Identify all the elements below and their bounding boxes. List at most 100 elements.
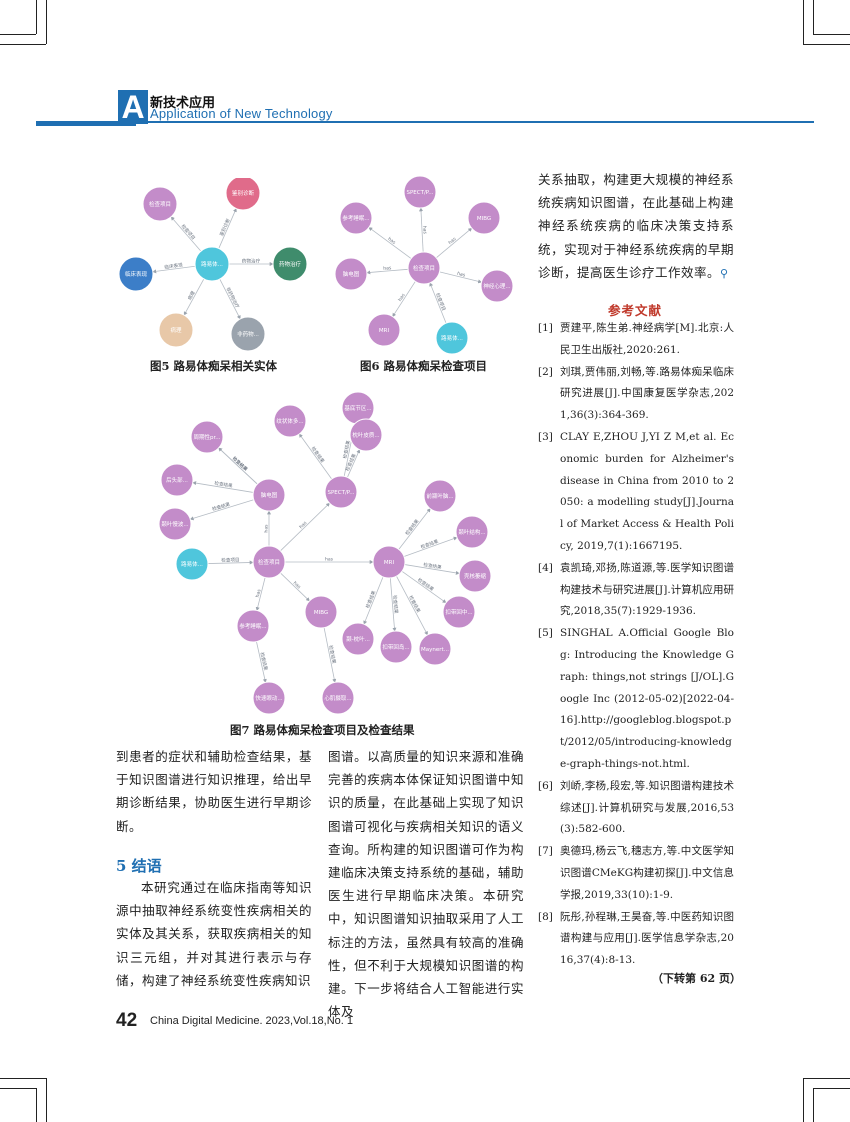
crop-mark	[36, 1088, 37, 1122]
graph-node	[225, 178, 261, 211]
graph-node-label: 路易体...	[181, 560, 203, 568]
reference-text: 贾建平,陈生弟.神经病学[M].北京:人民卫生出版社,2020:261.	[560, 322, 734, 356]
graph-node-label: SPECT/P...	[327, 490, 354, 496]
graph-node-label: 路易体...	[441, 334, 463, 342]
crop-mark	[803, 1078, 804, 1122]
graph-node-label: 脑电图	[343, 270, 360, 278]
reference-item: [3]CLAY E,ZHOU J,YI Z M,et al. Economic …	[538, 427, 734, 558]
graph-node-label: 心肌摄取...	[324, 694, 351, 702]
graph-edge-label: 鉴别诊断	[218, 217, 232, 237]
paragraph: 本研究通过在临床指南等知识源中抽取神经系统变性疾病相关的实体及其关系，获取疾病相…	[116, 880, 312, 988]
graph-edge	[403, 536, 458, 557]
graph-edge-label: 检查结果	[404, 517, 421, 536]
graph-edge	[368, 227, 412, 259]
continued-note: （下转第 62 页）	[652, 972, 741, 985]
graph-node	[175, 547, 209, 581]
graph-edge	[419, 207, 424, 253]
end-mark-icon: ⚲	[720, 266, 729, 280]
page-number: 42	[116, 1010, 138, 1031]
graph-edge-label: has	[456, 271, 466, 279]
graph-node	[339, 201, 373, 235]
graph-edge	[436, 227, 473, 259]
graph-node	[304, 595, 338, 629]
graph-edge-label: 临床表现	[164, 261, 184, 270]
right-column-text: 关系抽取，构建更大规模的神经系统疾病知识图谱，在此基础上构建神经系统疾病的临床决…	[538, 168, 734, 285]
graph-node-label: 颞叶慢波...	[161, 520, 188, 528]
graph-node	[458, 559, 492, 593]
graph-edge	[366, 268, 409, 275]
graph-edge-label: 检查结果	[310, 445, 327, 464]
graph-node-label: 基底节区...	[344, 404, 371, 412]
graph-edge	[404, 564, 460, 575]
graph-edge-label: 检查结果	[420, 538, 440, 551]
graph-edge	[429, 282, 447, 324]
graph-edge-label: 检查结果	[423, 561, 443, 571]
graph-edge-label: has	[255, 588, 263, 598]
graph-node-label: 扣带回岛...	[382, 643, 409, 651]
graph-edge	[298, 433, 332, 480]
graph-edge	[207, 560, 254, 565]
graph-node-label: MRI	[384, 560, 395, 566]
graph-edge	[152, 265, 196, 274]
graph-node	[334, 257, 368, 291]
graph-edge-label: 检查结果	[231, 455, 249, 473]
graph-edge-label: 检查结果	[214, 480, 234, 490]
graph-node-label: MIBG	[314, 610, 328, 616]
reference-number: [6]	[538, 779, 553, 792]
paragraph: 到患者的症状和辅助检查结果，基于知识图谱进行知识推理，给出早期诊断结果，协助医生…	[116, 749, 312, 834]
graph-node-label: MRI	[379, 328, 390, 334]
graph-node	[407, 251, 441, 285]
crop-mark	[0, 34, 36, 35]
graph-node	[158, 507, 192, 541]
graph-node-label: 周期性pr...	[194, 433, 221, 441]
graph-edge-label: 非药物治疗	[224, 286, 241, 310]
graph-node	[455, 515, 489, 549]
graph-edge-label: 检查项目	[221, 556, 240, 563]
section-logo: A	[118, 90, 148, 124]
graph-edge	[323, 627, 337, 683]
graph-node	[252, 681, 286, 715]
graph-node-label: 颞-枕叶...	[346, 635, 370, 643]
graph-edge-label: 检查结果	[391, 595, 400, 614]
crop-mark	[0, 1078, 46, 1079]
header-rule	[36, 121, 814, 123]
graph-edge-label: has	[447, 236, 458, 246]
figure-6-caption: 图6 路易体痴呆检查项目	[360, 359, 488, 373]
graph-edge	[392, 281, 416, 318]
graph-node	[341, 622, 375, 656]
graph-node	[160, 463, 194, 497]
graph-edge-label: 药物治疗	[242, 258, 261, 265]
graph-node-label: 扣带回中...	[445, 608, 472, 616]
graph-node-label: 路易体...	[201, 260, 223, 268]
crop-mark	[36, 0, 37, 34]
graph-node	[480, 269, 514, 303]
graph-edge	[218, 207, 237, 249]
paragraph: 关系抽取，构建更大规模的神经系统疾病知识图谱，在此基础上构建神经系统疾病的临床决…	[538, 172, 734, 280]
left-column-text-s5: 本研究通过在临床指南等知识源中抽取神经系统变性疾病相关的实体及其关系，获取疾病相…	[116, 876, 312, 992]
graph-node-label: 神经心理...	[483, 282, 510, 290]
graph-node	[273, 404, 307, 438]
figure-5-caption: 图5 路易体痴呆相关实体	[150, 359, 278, 373]
graph-edge	[396, 575, 428, 636]
graph-node	[230, 316, 266, 352]
graph-node	[367, 313, 401, 347]
graph-edge	[256, 641, 267, 684]
reference-item: [2]刘琪,贾伟丽,刘畅,等.路易体痴呆临床研究进展[J].中国康复医学杂志,2…	[538, 362, 734, 427]
graph-edge	[389, 577, 397, 632]
graph-node	[194, 246, 230, 282]
reference-text: 袁凯琦,邓扬,陈道源,等.医学知识图谱构建技术与研究进展[J].计算机应用研究,…	[560, 561, 734, 618]
graph-node-label: 参考睡眠...	[239, 622, 266, 630]
graph-edge-label: has	[264, 524, 270, 533]
graph-node	[236, 609, 270, 643]
reference-number: [1]	[538, 322, 553, 334]
reference-text: 阮彤,孙程琳,王昊奋,等.中医药知识图谱构建与应用[J].医学信息学杂志,201…	[560, 910, 734, 967]
section-title-en: Application of New Technology	[150, 106, 333, 121]
crop-mark	[813, 0, 814, 34]
graph-edge-label: has	[397, 292, 407, 303]
graph-edge	[280, 502, 331, 552]
graph-edge	[218, 447, 258, 485]
graph-edge-label: 检查结果	[211, 500, 231, 512]
graph-node	[118, 256, 154, 292]
reference-item: [1] 贾建平,陈生弟.神经病学[M].北京:人民卫生出版社,2020:261.	[538, 318, 734, 362]
